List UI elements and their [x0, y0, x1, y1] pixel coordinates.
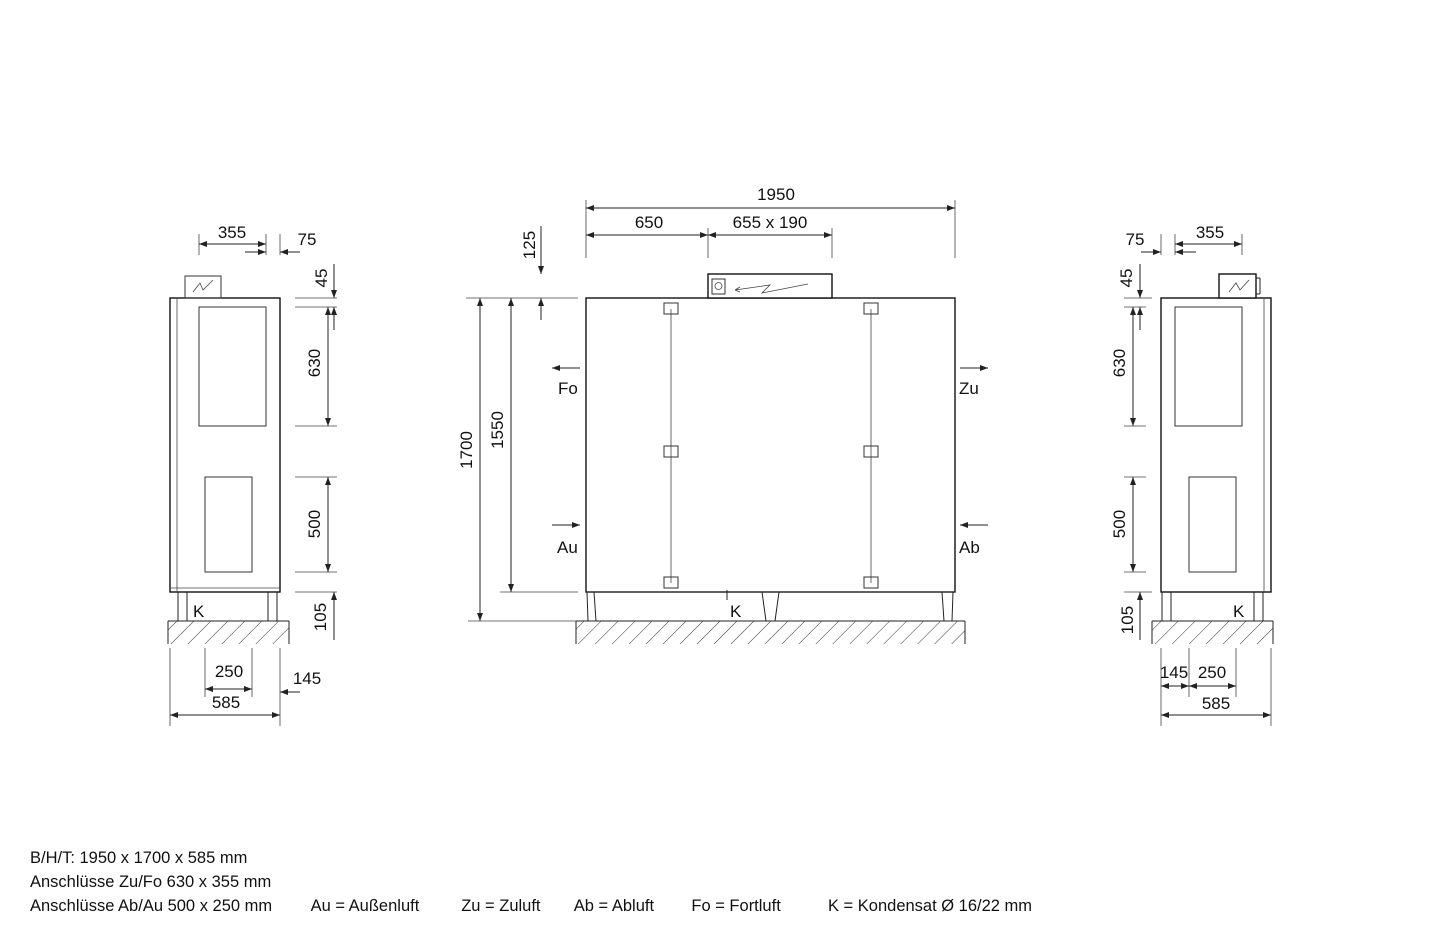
dim-lower-opening-left: 500	[305, 510, 324, 538]
technical-drawing: 1950 650 655 x 190 125 1700 1550 Fo Zu A…	[167, 185, 1274, 726]
dim-upper-opening-left: 630	[305, 349, 324, 377]
legend-connections-zu-fo: Anschlüsse Zu/Fo 630 x 355 mm	[30, 873, 272, 891]
right-lower-opening	[1188, 476, 1237, 573]
left-top-connector	[184, 275, 222, 299]
legend-ab: Ab = Abluft	[573, 897, 655, 915]
dim-depth-left: 585	[212, 693, 240, 712]
connector-plug-icon	[711, 278, 726, 295]
label-k-right: K	[1233, 602, 1245, 621]
legend-fo: Fo = Fortluft	[691, 897, 781, 915]
dim-side-offset-right: 75	[1126, 230, 1145, 249]
legend-zu: Zu = Zuluft	[461, 897, 541, 915]
right-upper-opening	[1174, 306, 1243, 427]
dim-lower-offset-right: 145	[1160, 663, 1188, 682]
dim-side-width-right: 355	[1196, 223, 1224, 242]
dim-top-offset: 125	[520, 231, 539, 259]
dim-base-height-right: 105	[1118, 606, 1137, 634]
dim-side-width-left: 355	[218, 223, 246, 242]
label-ab: Ab	[959, 538, 980, 557]
dim-lower-opening-right: 500	[1110, 510, 1129, 538]
front-leg	[586, 591, 597, 622]
right-side-body	[1160, 297, 1272, 593]
label-k-left: K	[193, 602, 205, 621]
dim-lower-width-left: 250	[215, 662, 243, 681]
dim-lower-width-right: 250	[1198, 663, 1226, 682]
dim-total-height: 1700	[457, 431, 476, 469]
dim-upper-opening-right: 630	[1110, 349, 1129, 377]
electric-bolt-icon	[734, 283, 809, 294]
legend-k: K = Kondensat Ø 16/22 mm	[827, 897, 1033, 915]
dim-top-connector: 655 x 190	[733, 213, 808, 232]
front-leg	[941, 591, 954, 622]
label-au: Au	[557, 538, 578, 557]
legend-row: Anschlüsse Ab/Au 500 x 250 mm Au = Außen…	[30, 894, 1032, 918]
top-connector-box	[707, 273, 833, 299]
front-view: 1950 650 655 x 190 125 1700 1550 Fo Zu A…	[457, 185, 988, 644]
left-side-body	[169, 297, 281, 593]
label-zu: Zu	[959, 379, 979, 398]
dim-depth-right: 585	[1202, 694, 1230, 713]
left-side-view: K 355 75 45 630 500 105 250	[167, 223, 337, 726]
dim-top-gap-right: 45	[1117, 269, 1136, 288]
legend-dimensions: B/H/T: 1950 x 1700 x 585 mm	[30, 849, 248, 867]
front-leg	[761, 591, 780, 622]
dim-top-gap-left: 45	[312, 269, 331, 288]
legend: B/H/T: 1950 x 1700 x 585 mm Anschlüsse Z…	[30, 846, 1032, 918]
dim-total-width: 1950	[757, 185, 795, 204]
dim-body-height: 1550	[488, 411, 507, 449]
right-side-view: K 75 355 45 630 500 105	[1110, 223, 1274, 726]
label-fo: Fo	[558, 379, 578, 398]
left-lower-opening	[204, 476, 253, 573]
dim-base-height-left: 105	[311, 603, 330, 631]
dim-lower-offset-left: 145	[293, 669, 321, 688]
dim-left-part: 650	[635, 213, 663, 232]
front-unit-body	[585, 297, 956, 593]
label-k: K	[730, 602, 742, 621]
legend-connections-ab-au: Anschlüsse Ab/Au 500 x 250 mm	[30, 897, 273, 915]
legend-au: Au = Außenluft	[310, 897, 420, 915]
dim-side-offset-left: 75	[298, 230, 317, 249]
front-floor-hatch	[576, 621, 965, 644]
left-upper-opening	[198, 306, 267, 427]
